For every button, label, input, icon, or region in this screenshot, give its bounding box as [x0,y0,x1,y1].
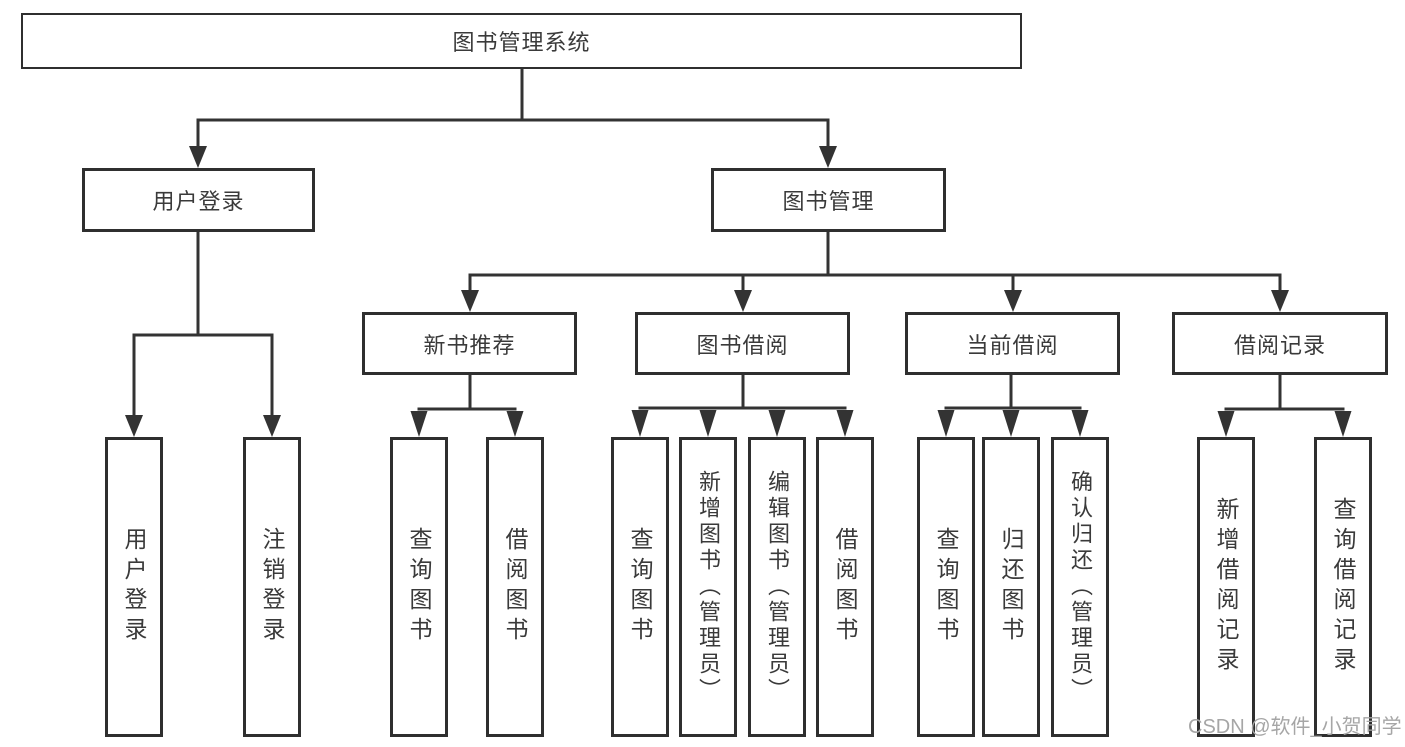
leaf-confirm-return-admin: 确认归还（管理员） [1051,437,1109,737]
node-label: 注销登录 [259,527,285,647]
node-label: 查询借阅记录 [1330,497,1356,677]
leaf-edit-books-admin: 编辑图书（管理员） [748,437,806,737]
node-label: 新增图书（管理员） [696,470,721,704]
node-borrow-records: 借阅记录 [1172,312,1388,375]
leaf-borrow-books-recommend: 借阅图书 [486,437,544,737]
leaf-borrow-books-borrow: 借阅图书 [816,437,874,737]
node-label: 新增借阅记录 [1213,497,1239,677]
leaf-return-books: 归还图书 [982,437,1040,737]
leaf-add-books-admin: 新增图书（管理员） [679,437,737,737]
connector-user-login-to-children [125,230,281,437]
leaf-query-books-recommend: 查询图书 [390,437,448,737]
node-label: 用户登录 [121,527,147,647]
node-label: 用户登录 [152,189,245,214]
leaf-query-books-current: 查询图书 [917,437,975,737]
node-label: 借阅记录 [1233,332,1326,358]
node-label: 查询图书 [933,527,959,647]
node-label: 图书借阅 [696,332,789,358]
leaf-query-borrow-record: 查询借阅记录 [1314,437,1372,737]
node-label: 查询图书 [406,527,432,647]
node-label: 借阅图书 [832,527,858,647]
leaf-query-books-borrow: 查询图书 [611,437,669,737]
node-label: 当前借阅 [966,332,1059,358]
csdn-watermark: CSDN @软件_小贺同学 [1188,716,1402,738]
leaf-user-login: 用户登录 [105,437,163,737]
node-current-borrow: 当前借阅 [905,312,1120,375]
node-label: 确认归还（管理员） [1068,470,1093,704]
leaf-add-borrow-record: 新增借阅记录 [1197,437,1255,737]
connector-root-to-level2 [189,67,837,168]
node-label: 归还图书 [998,527,1024,647]
leaf-logout: 注销登录 [243,437,301,737]
node-label: 图书管理系统 [452,30,591,55]
node-label: 借阅图书 [502,527,528,647]
node-label: 新书推荐 [423,332,516,358]
node-book-management: 图书管理 [711,168,946,232]
node-library-management-system: 图书管理系统 [21,13,1022,69]
node-label: 查询图书 [627,527,653,647]
node-new-book-recommend: 新书推荐 [362,312,577,375]
connector-borrow-records-to-children [1217,373,1352,437]
connector-current-borrow-to-children [937,373,1089,437]
node-book-borrow: 图书借阅 [635,312,850,375]
connector-new-book-recommend-to-children [410,373,524,437]
node-user-login: 用户登录 [82,168,315,232]
node-label: 编辑图书（管理员） [765,470,790,704]
connector-book-borrow-to-children [631,373,854,437]
node-label: 图书管理 [782,189,875,214]
connector-book-management-to-level3 [461,230,1289,312]
